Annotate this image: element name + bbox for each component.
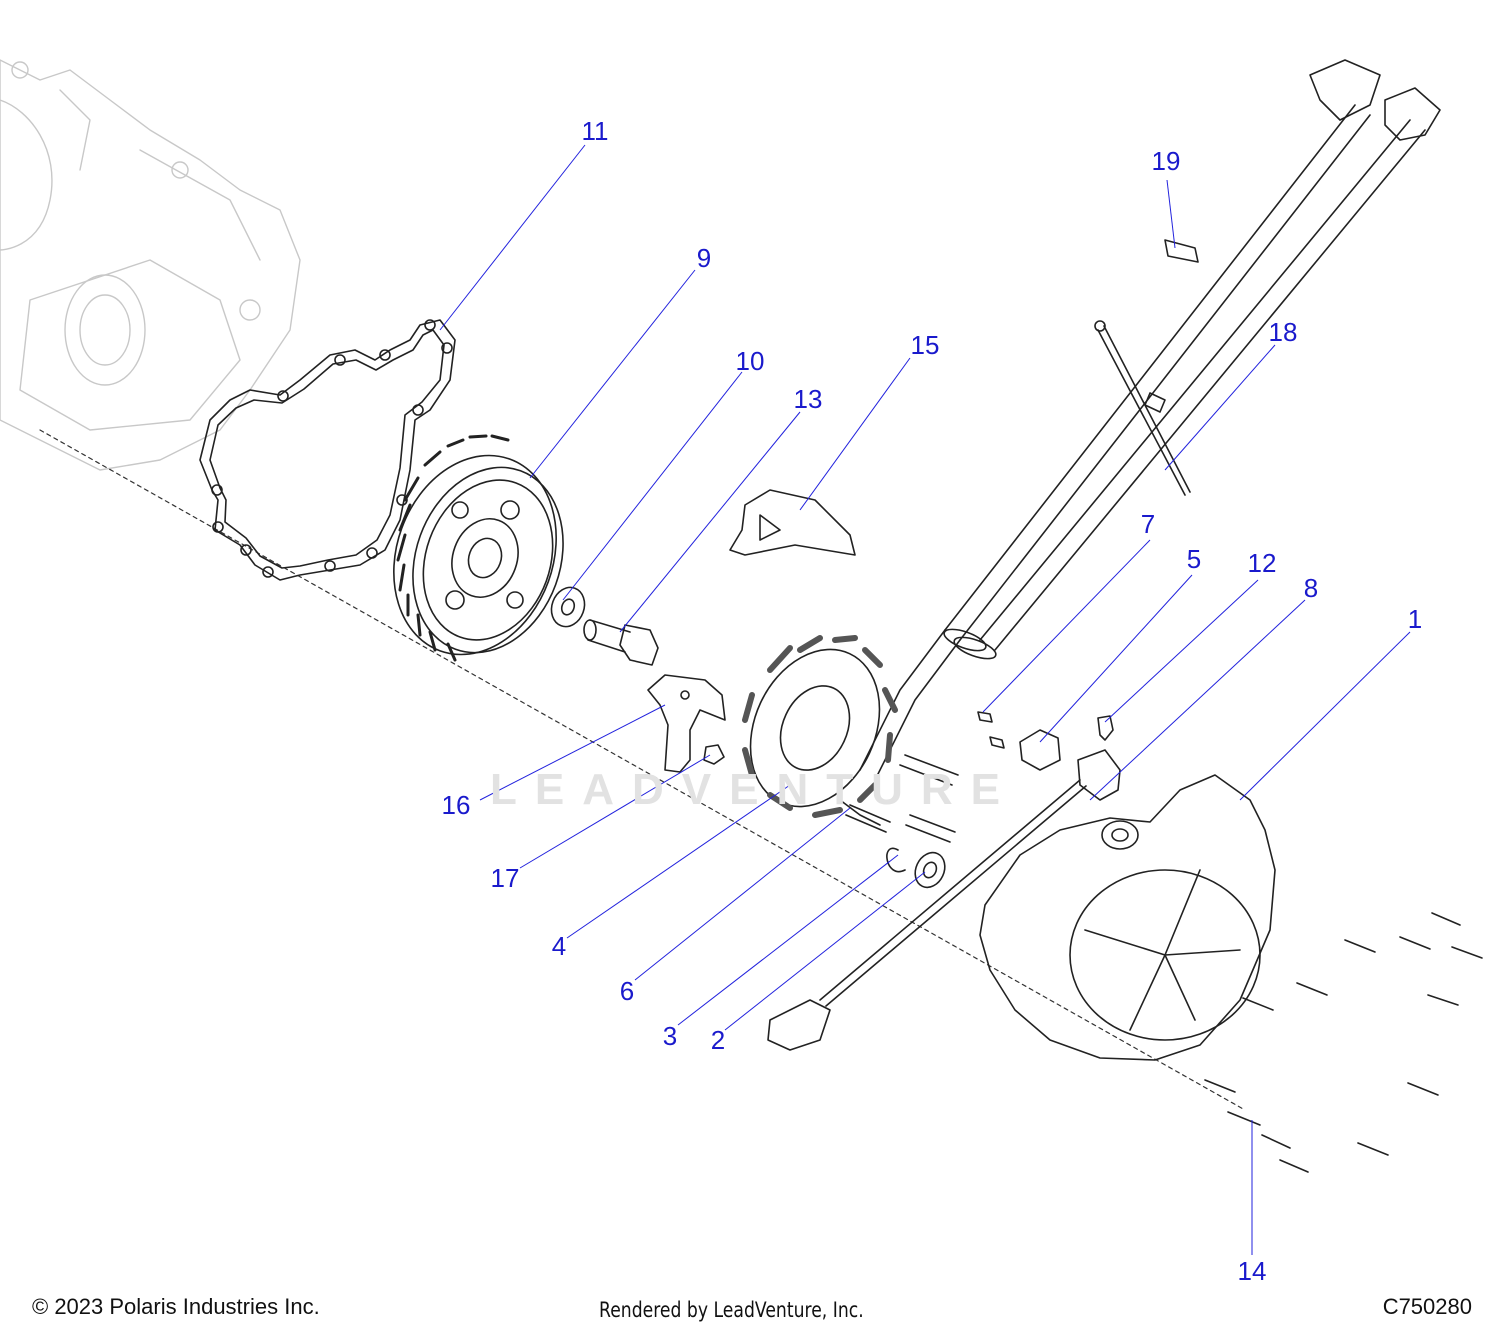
callout-4[interactable]: 4 (551, 931, 567, 961)
callout-5[interactable]: 5 (1186, 544, 1202, 574)
small-screws (977, 711, 1114, 749)
callout-18[interactable]: 18 (1268, 317, 1298, 347)
flywheel (393, 434, 564, 662)
callout-6[interactable]: 6 (619, 976, 635, 1006)
washer (550, 586, 586, 628)
stator-cover (979, 774, 1276, 1061)
wire-clip (1164, 239, 1199, 263)
flywheel-bolt (583, 619, 659, 666)
rendered-by-credit: Rendered by LeadVenture, Inc. (599, 1298, 864, 1322)
callout-1[interactable]: 1 (1407, 604, 1423, 634)
callout-13[interactable]: 13 (793, 384, 823, 414)
stator-bolts (845, 754, 959, 843)
callout-17[interactable]: 17 (490, 863, 520, 893)
callout-7[interactable]: 7 (1140, 509, 1156, 539)
stator (742, 635, 898, 826)
callout-2[interactable]: 2 (710, 1025, 726, 1055)
callout-14[interactable]: 14 (1237, 1256, 1267, 1286)
callout-12[interactable]: 12 (1247, 548, 1277, 578)
crankcase (0, 59, 301, 471)
center-axis (39, 429, 1246, 1111)
watermark: LEADVENTURE (490, 765, 1019, 814)
callout-3[interactable]: 3 (662, 1021, 678, 1051)
bearing (914, 851, 946, 889)
copyright-notice: © 2023 Polaris Industries Inc. (32, 1294, 320, 1319)
leader-lines (439, 144, 1411, 1255)
upper-bracket (729, 489, 856, 556)
callout-15[interactable]: 15 (910, 330, 940, 360)
wire-harness (859, 59, 1441, 781)
callout-8[interactable]: 8 (1303, 573, 1319, 603)
retaining-ring (886, 847, 906, 873)
callout-11[interactable]: 11 (581, 116, 609, 146)
gasket-bolt-holes (211, 319, 453, 578)
callout-19[interactable]: 19 (1151, 146, 1181, 176)
drawing-number: C750280 (1382, 1294, 1472, 1319)
gasket (199, 319, 456, 581)
cover-bolts (1204, 912, 1483, 1173)
speed-sensor (767, 749, 1121, 1051)
retainer-plate (1019, 729, 1061, 771)
cable-tie (1094, 320, 1191, 496)
callout-16[interactable]: 16 (441, 790, 471, 820)
clip (703, 744, 725, 765)
callout-9[interactable]: 9 (696, 243, 712, 273)
lower-bracket (647, 674, 726, 773)
callout-10[interactable]: 10 (735, 346, 765, 376)
